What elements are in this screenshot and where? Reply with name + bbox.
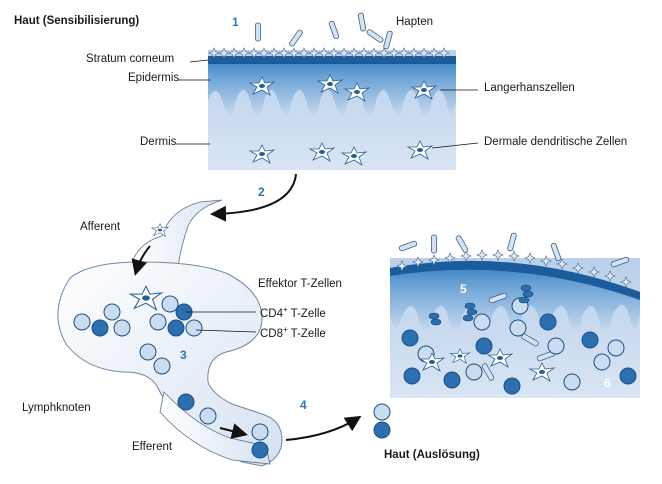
title-sensitization: Haut (Sensibilisierung) [14, 15, 140, 27]
step-5: 5 [460, 282, 467, 296]
step-6: 6 [604, 376, 611, 390]
label-efferent: Efferent [132, 441, 173, 453]
label-afferent: Afferent [80, 221, 121, 233]
label-cd8: CD8+ T-Zelle [260, 325, 326, 340]
label-dermal-dc: Dermale dendritische Zellen [484, 136, 628, 148]
label-dermis: Dermis [140, 136, 177, 148]
skin-elicitation [390, 232, 640, 398]
skin-sensitization [208, 12, 456, 170]
step-4: 4 [300, 398, 307, 412]
label-langerhans: Langerhanszellen [484, 82, 575, 94]
lymph-node [57, 199, 283, 467]
label-cd4: CD4+ T-Zelle [260, 305, 326, 320]
label-stratum-corneum: Stratum corneum [86, 53, 175, 65]
label-lymph-node: Lymphknoten [22, 402, 91, 414]
label-hapten: Hapten [396, 16, 434, 28]
title-elicitation: Haut (Auslösung) [384, 449, 480, 461]
label-effector: Effektor T-Zellen [258, 278, 342, 290]
step-3: 3 [180, 348, 187, 362]
label-epidermis: Epidermis [128, 72, 180, 84]
step-2: 2 [258, 185, 265, 199]
step-1: 1 [232, 15, 239, 29]
